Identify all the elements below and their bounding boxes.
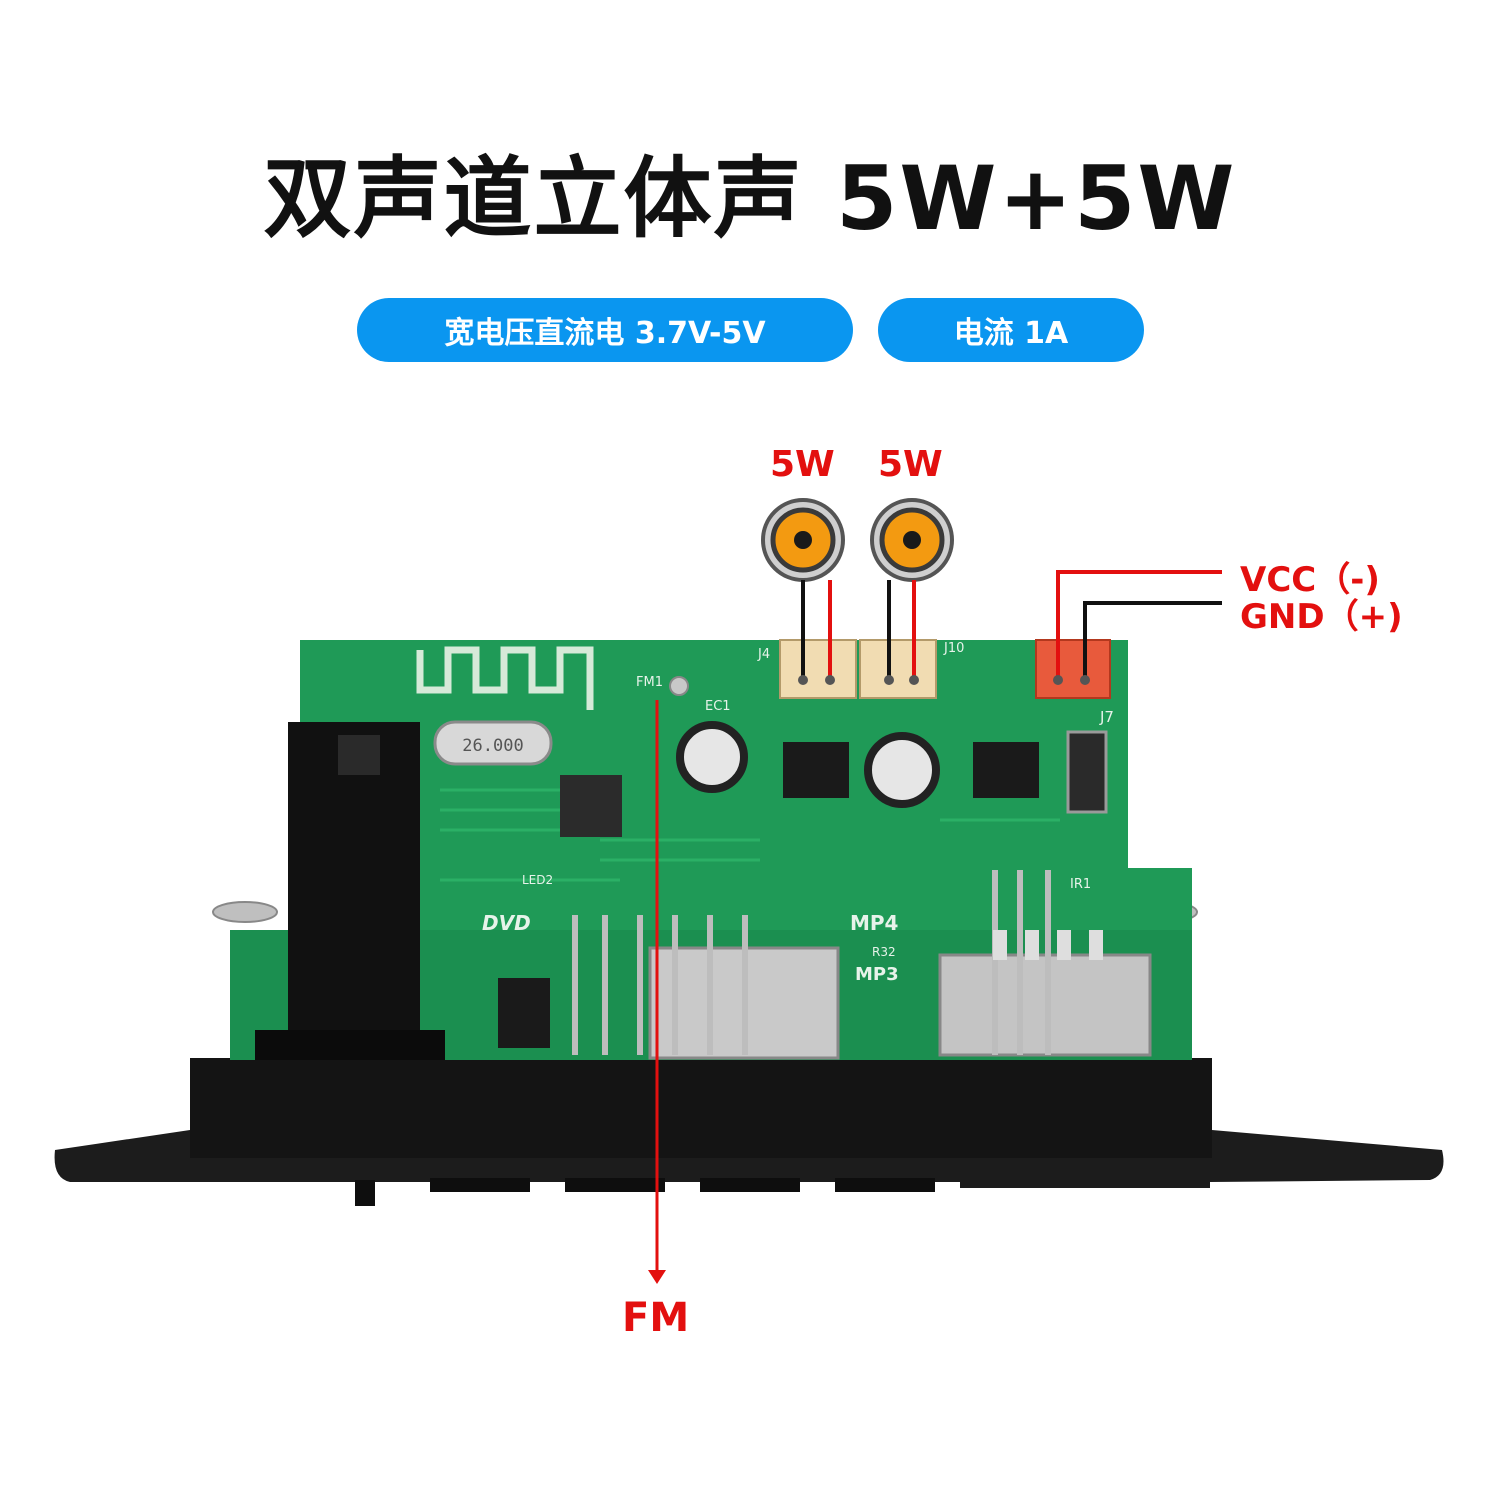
mode-switch	[498, 978, 550, 1048]
button-tab	[700, 1178, 800, 1192]
fm-hole	[669, 676, 689, 696]
crystal-label: 26.000	[462, 736, 523, 756]
ir1-label: IR1	[1070, 877, 1091, 892]
power-connector	[1035, 639, 1111, 699]
led2-label: LED2	[522, 873, 553, 887]
gnd-label: GND（+)	[1240, 597, 1403, 637]
mount-panel-top	[190, 1058, 1212, 1158]
vcc-label: VCC（-)	[1240, 560, 1380, 600]
screw-left	[212, 901, 278, 923]
current-badge: 电流 1A	[878, 298, 1144, 362]
r32-label: R32	[872, 945, 896, 959]
speaker-right-label: 5W	[878, 444, 943, 485]
current-badge-label: 电流 1A	[953, 316, 1069, 351]
ec1-label: EC1	[705, 699, 731, 714]
gnd-wire	[1083, 601, 1222, 680]
j10-label: J10	[943, 641, 964, 656]
mp3-label: MP3	[855, 964, 899, 985]
main-chip	[560, 775, 622, 837]
j4-label: J4	[757, 647, 770, 662]
speaker-left-label: 5W	[770, 444, 835, 485]
dvd-label: DVD	[482, 911, 531, 935]
diode	[1066, 730, 1108, 814]
mp4-label: MP4	[850, 911, 898, 935]
vcc-wire	[1056, 570, 1222, 680]
pin-header	[572, 870, 1051, 1055]
amp-chip-left	[783, 742, 849, 798]
speaker-connector-j10	[859, 639, 937, 699]
audio-jack-block	[288, 722, 420, 1052]
voltage-badge: 宽电压直流电 3.7V-5V	[357, 298, 853, 362]
capacitor-right	[864, 732, 940, 808]
capacitor-left	[676, 721, 748, 793]
speaker-right-icon	[870, 498, 954, 582]
fm-label: FM	[622, 1295, 690, 1341]
speaker-left-icon	[761, 498, 845, 582]
button-tab	[430, 1178, 530, 1192]
voltage-badge-label: 宽电压直流电 3.7V-5V	[444, 316, 766, 351]
crystal	[433, 720, 553, 766]
antenna-trace	[416, 646, 594, 710]
amp-chip-right	[973, 742, 1039, 798]
fm-arrow-head	[648, 1270, 666, 1284]
button-tab	[565, 1178, 665, 1192]
button-tab	[835, 1178, 935, 1192]
page-title: 双声道立体声 5W+5W	[263, 147, 1237, 250]
speaker-connector-j4	[779, 639, 857, 699]
switch-tab	[355, 1180, 375, 1206]
j7-label: J7	[1099, 708, 1114, 726]
fm1-label: FM1	[636, 675, 663, 690]
